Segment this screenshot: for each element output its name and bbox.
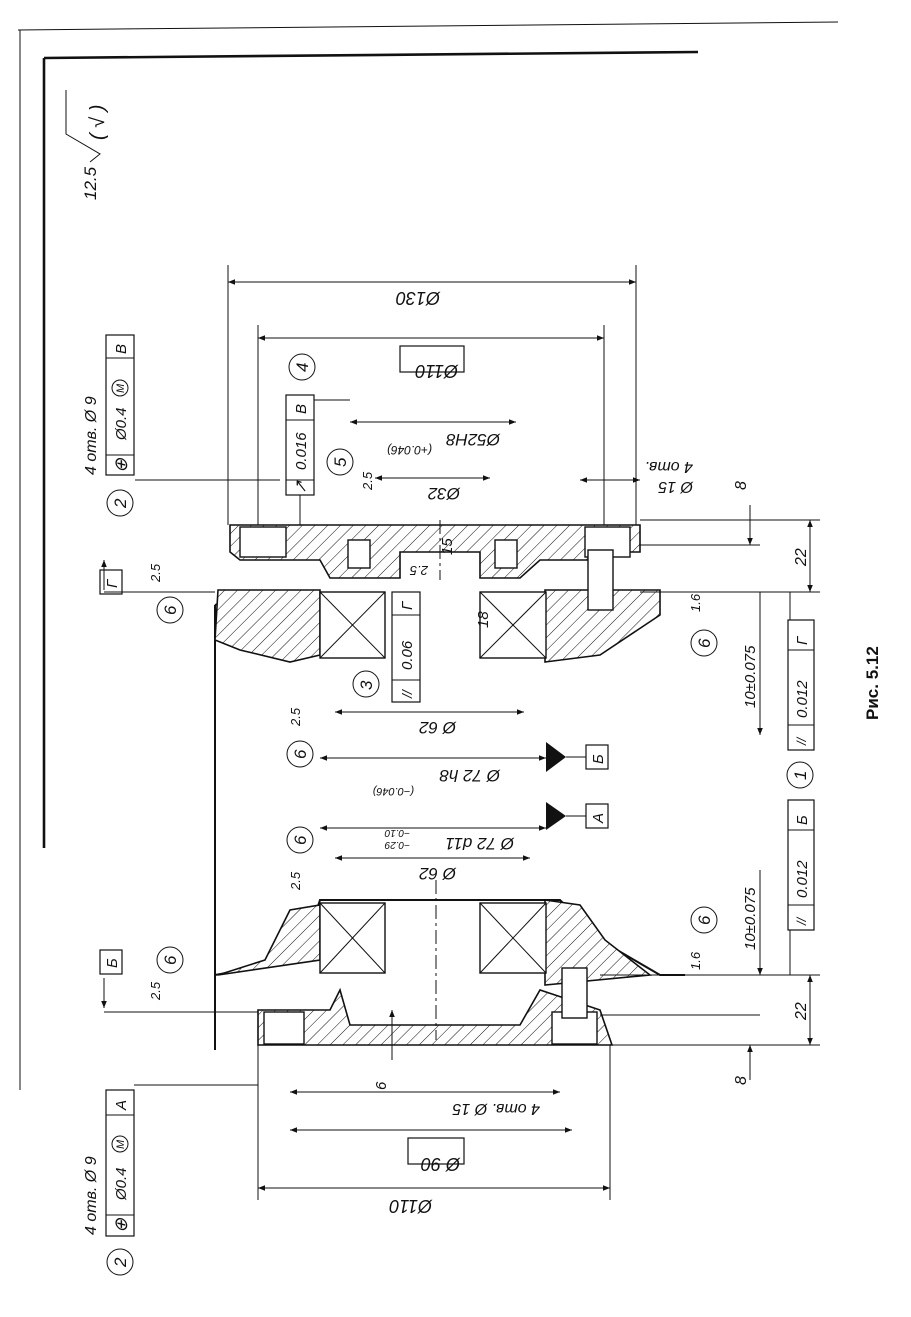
par-rb-symbol: // <box>794 916 809 926</box>
threaded-hole-lower <box>561 967 588 1019</box>
dim-d52: Ø52H8 <box>446 430 501 449</box>
bolt-hole-upper-left <box>239 526 287 558</box>
rough-top-a: 2.5 <box>360 471 375 491</box>
dim-bottom-22: 22 <box>793 1002 810 1021</box>
rough-c: 2.5 <box>288 707 303 727</box>
par-rb-datum: Б <box>794 815 811 825</box>
lower-section <box>214 880 685 1046</box>
callout-6f: 6 <box>161 955 180 965</box>
pos-bottom-symbol: ⊕ <box>111 1217 131 1233</box>
runout-fcf: ↗ 0.016 В 4 5 <box>285 353 354 525</box>
callout-3: 3 <box>357 680 376 690</box>
rough-b: 1.6 <box>688 593 703 612</box>
parallel-right-fcfs: // 0.012 Г 1 // 0.012 Б <box>786 592 815 975</box>
callout-4: 4 <box>293 363 312 372</box>
dim-d72h8-tol: (−0.046) <box>372 785 414 797</box>
datums: Б А Г Б <box>99 560 609 1013</box>
bolt-hole-lower-left <box>263 1011 305 1045</box>
cover-lower <box>257 987 614 1046</box>
datum-g-label: Г <box>104 578 121 588</box>
callout-6c: 6 <box>291 749 310 759</box>
bottom-holes: 4 отв. Ø 15 <box>452 1100 540 1117</box>
dim-dist-top: 10±0.075 <box>742 645 759 708</box>
dim-18: 18 <box>475 611 492 628</box>
dim-dist-bottom: 10±0.075 <box>742 887 759 950</box>
pos-bottom-holes: 4 отв. Ø 9 <box>83 1156 100 1235</box>
rough-top-b: 2.5 <box>409 563 429 578</box>
dim-d130: Ø130 <box>396 288 441 308</box>
pos-bottom-modifier: M <box>115 1139 127 1149</box>
pos-top-modifier: M <box>115 383 127 393</box>
upper-section <box>214 520 661 1050</box>
par-g-datum: Г <box>399 600 416 610</box>
callout-6b: 6 <box>695 638 714 648</box>
position-fcf-top: 4 отв. Ø 9 ⊕ Ø0.4 M В 2 <box>83 334 280 517</box>
top-holes-count: 4 отв. <box>645 458 693 475</box>
rough-d: 2.5 <box>288 871 303 891</box>
parallel-g-fcf: 3 // 0.06 Г <box>352 591 421 703</box>
pos-bottom-value: Ø0.4 <box>113 1167 130 1201</box>
callout-1: 1 <box>791 771 810 780</box>
dim-d72h8: Ø 72 h8 <box>439 766 501 785</box>
runout-symbol: ↗ <box>293 480 310 494</box>
threaded-hole-upper <box>587 549 614 611</box>
dim-6: 6 <box>373 1081 390 1090</box>
general-roughness: 12.5 ( √ ) <box>65 90 109 200</box>
housing-flange-upper <box>214 589 321 663</box>
par-rb-value: 0.012 <box>794 860 811 898</box>
runout-value: 0.016 <box>293 432 310 470</box>
pos-top-value: Ø0.4 <box>113 407 130 441</box>
par-rg-symbol: // <box>794 736 809 746</box>
housing-lower-right <box>544 899 653 986</box>
dim-15: 15 <box>439 538 456 555</box>
par-g-value: 0.06 <box>399 640 416 670</box>
callout-6a: 6 <box>161 605 180 615</box>
callout-2-bottom: 2 <box>111 1257 130 1268</box>
dimensions: Ø130 Ø110 Ø52H8 (+0.046) Ø32 4 отв. Ø 15… <box>227 265 820 1216</box>
datum-b-left-label: Б <box>104 958 121 968</box>
rough-a: 2.5 <box>148 563 163 583</box>
dim-d110-top: Ø110 <box>415 361 459 381</box>
runout-datum: В <box>293 404 310 414</box>
dim-d52-tol: (+0.046) <box>387 443 432 457</box>
par-rg-datum: Г <box>794 635 811 645</box>
par-rg-value: 0.012 <box>794 680 811 718</box>
rough-e: 1.6 <box>688 951 703 970</box>
roughness-callouts: 6 2.5 6 1.6 6 2.5 6 2.5 6 1.6 6 2.5 <box>148 563 718 1001</box>
pos-top-holes: 4 отв. Ø 9 <box>83 396 100 475</box>
top-holes-dia: Ø 15 <box>658 478 694 495</box>
par-g-symbol: // <box>399 688 415 699</box>
seal-left <box>347 539 371 569</box>
position-fcf-bottom: 4 отв. Ø 9 ⊕ Ø0.4 M А 2 <box>83 1084 258 1276</box>
datum-a-label: А <box>590 813 607 824</box>
cover-flange-upper <box>229 524 641 579</box>
dim-d62-top: Ø 62 <box>419 718 457 737</box>
callout-6e: 6 <box>695 915 714 925</box>
dim-d72d11-tol-b: −0.29 <box>384 839 410 850</box>
rough-f: 2.5 <box>148 981 163 1001</box>
dim-d90: Ø 90 <box>421 1154 461 1174</box>
roughness-value: 12.5 <box>81 166 100 200</box>
drawing-frame <box>17 21 839 1090</box>
roughness-paren: ( √ ) <box>87 105 109 140</box>
dim-top-8: 8 <box>733 481 750 490</box>
dim-d62-bottom: Ø 62 <box>419 864 457 883</box>
pos-top-datum: В <box>113 344 130 354</box>
datum-b-label: Б <box>590 754 607 764</box>
seal-right <box>494 539 518 569</box>
dim-d72d11-tol-a: −0.10 <box>384 827 410 838</box>
callout-6d: 6 <box>291 835 310 845</box>
callout-5: 5 <box>331 457 350 467</box>
pos-top-symbol: ⊕ <box>111 457 131 473</box>
dim-d110-bottom: Ø110 <box>389 1196 433 1216</box>
dim-bottom-8: 8 <box>733 1076 750 1085</box>
callout-2-top: 2 <box>111 498 130 509</box>
dim-d32: Ø32 <box>427 484 461 503</box>
figure-caption: Рис. 5.12 <box>863 646 882 720</box>
pos-bottom-datum: А <box>113 1100 130 1111</box>
dim-top-22: 22 <box>793 548 810 567</box>
dim-d72d11: Ø 72 d11 <box>445 834 515 853</box>
housing-lower <box>217 904 321 976</box>
